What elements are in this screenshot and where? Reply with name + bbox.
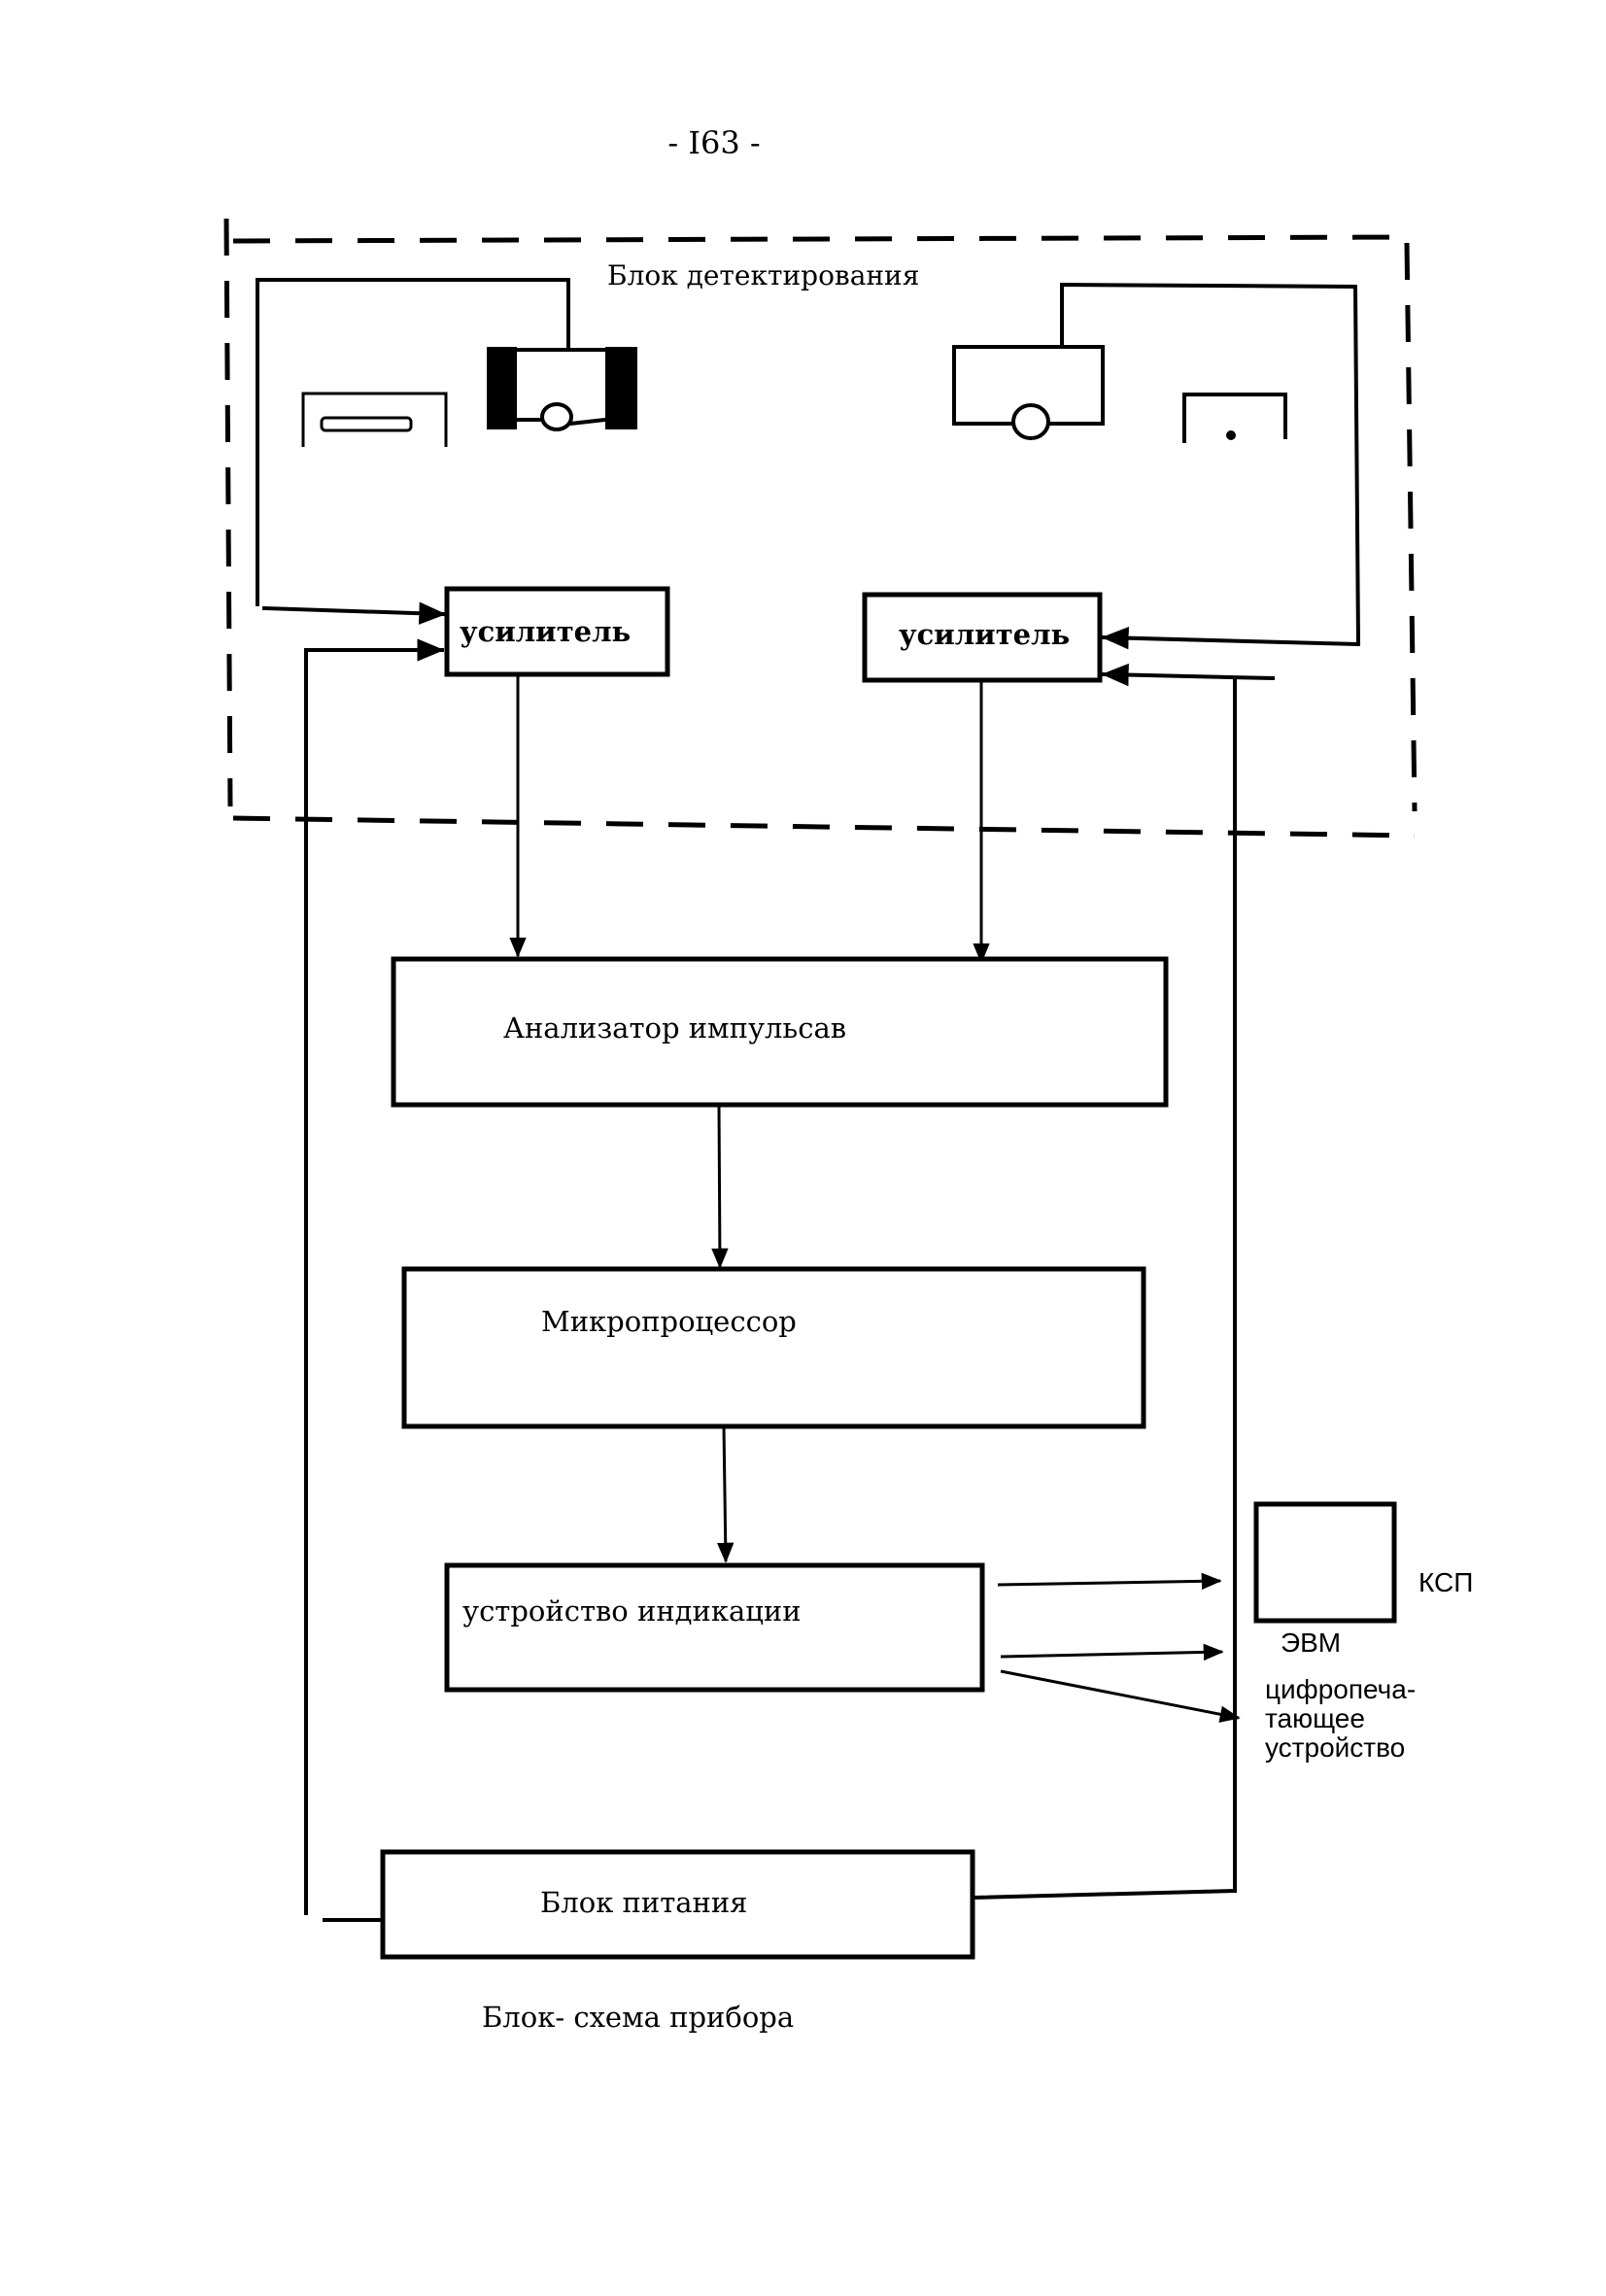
indication-label: устройство индикации <box>462 1594 802 1628</box>
printer-label-line-3: устройство <box>1265 1732 1405 1763</box>
printer-label-line-1: цифропеча- <box>1265 1674 1416 1704</box>
power-supply-box <box>380 1849 975 1960</box>
detection-block-boundary <box>223 218 1418 839</box>
computer-label: ЭВМ <box>1281 1628 1341 1658</box>
left-detector-arrow <box>261 601 447 625</box>
arrow-to-ksp <box>997 1572 1222 1591</box>
arrow-micro-to-indication <box>716 1425 735 1563</box>
power-supply-label: Блок питания <box>540 1886 747 1919</box>
figure-caption: Блок- схема прибора <box>482 2001 794 2034</box>
left-detector-icon <box>487 347 637 431</box>
detection-block-title: Блок детектирования <box>607 259 919 291</box>
amplifier-right-label: усилитель <box>899 618 1070 651</box>
computer-box <box>1253 1501 1397 1624</box>
power-line-left <box>304 648 410 1915</box>
right-detector-wire <box>1060 282 1361 645</box>
printer-label-line-2: тающее <box>1265 1703 1365 1733</box>
arrow-to-computer <box>1000 1643 1224 1662</box>
power-line-right <box>970 676 1237 1901</box>
microprocessor-box <box>401 1266 1146 1429</box>
page-number: - I63 - <box>667 124 760 161</box>
indication-box <box>444 1562 985 1693</box>
left-detector-wire <box>256 278 570 606</box>
arrow-to-printer <box>1000 1669 1241 1723</box>
right-detector-arrow <box>1101 627 1361 650</box>
analyzer-label: Анализатор импульсав <box>503 1011 846 1045</box>
microprocessor-label: Микропроцессор <box>541 1305 797 1338</box>
analyzer-box <box>391 956 1169 1108</box>
right-detector-icon <box>952 345 1105 440</box>
amplifier-left-label: усилитель <box>460 615 631 648</box>
left-scintillator-icon <box>301 392 448 447</box>
right-source-icon <box>1182 393 1287 443</box>
ksp-label: КСП <box>1418 1567 1473 1597</box>
arrow-analyzer-to-micro <box>711 1104 729 1269</box>
power-arrow-right <box>1101 663 1276 687</box>
amplifier-left-box <box>444 586 670 677</box>
